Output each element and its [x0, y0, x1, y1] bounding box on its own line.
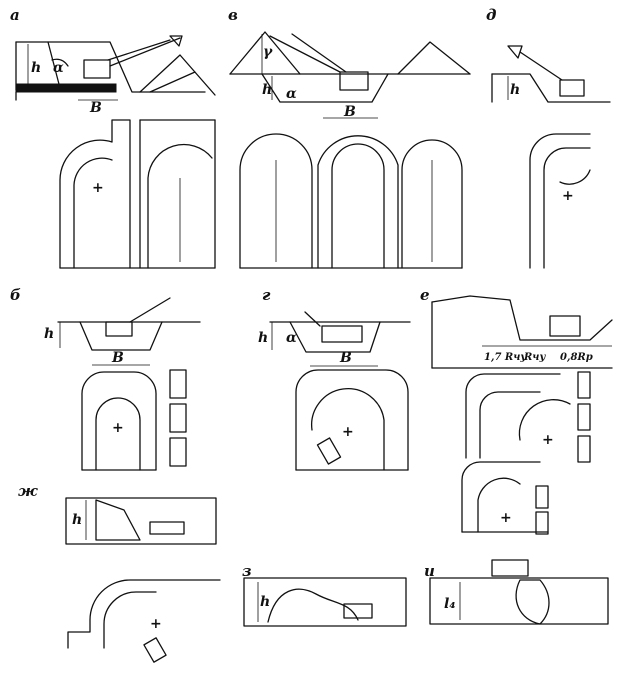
panel-e-r1: 1,7 Rчу — [484, 352, 527, 363]
panel-e-r3: 0,8Rр — [560, 352, 593, 363]
panel-zh-center-mark: + — [150, 616, 162, 632]
panel-i-l: l₄ — [444, 596, 455, 612]
panel-d: д h + — [486, 6, 611, 269]
panel-d-letter: д — [486, 6, 496, 24]
panel-b-plan: + — [81, 369, 187, 471]
panel-g: г h α B + — [258, 286, 411, 471]
panel-e-plan: + + — [461, 371, 591, 535]
panel-a-h: h — [31, 60, 41, 76]
panel-b-h: h — [44, 326, 54, 342]
panel-v-plan — [239, 133, 463, 269]
panel-a-alpha: α — [53, 60, 64, 76]
excavator-cab — [83, 59, 111, 79]
panel-g-letter: г — [262, 286, 271, 304]
panel-v-letter: в — [228, 6, 238, 24]
panel-g-plan: + — [295, 369, 409, 471]
excavator-bucket — [169, 35, 183, 47]
panel-g-alpha: α — [286, 330, 297, 346]
panel-e-letter: е — [420, 286, 430, 304]
panel-e-center-mark-1: + — [542, 432, 554, 448]
panel-v-h: h — [262, 82, 272, 98]
panel-e-section: 1,7 Rчу Rчу 0,8Rр — [431, 295, 613, 369]
panel-zh-h: h — [72, 512, 82, 528]
panel-i-section: l₄ — [429, 559, 609, 625]
panel-z-section: h — [243, 577, 407, 627]
panel-d-section: h — [491, 45, 611, 103]
panel-i-letter: и — [424, 562, 435, 580]
panel-zh-section: h — [65, 497, 217, 545]
panel-g-center-mark: + — [342, 424, 354, 440]
panel-d-center-mark: + — [562, 188, 574, 204]
panel-d-h: h — [510, 82, 520, 98]
panel-b-letter: б — [10, 286, 21, 304]
panel-v-alpha: α — [286, 86, 297, 102]
panel-e-r2: Rчу — [523, 352, 546, 363]
panel-z-letter: з — [242, 562, 252, 580]
panel-v-gamma: γ — [263, 44, 273, 60]
panel-a: а α h B — [10, 6, 216, 269]
panel-v-section: γ h α B — [229, 31, 471, 120]
panel-a-section: α h B — [15, 35, 216, 116]
panel-b-center-mark: + — [112, 420, 124, 436]
panel-z: з h — [242, 562, 407, 627]
panel-g-h: h — [258, 330, 268, 346]
panel-v: в γ h α B — [228, 6, 471, 269]
panel-d-plan: + — [529, 133, 591, 269]
panel-e-center-mark-2: + — [500, 510, 512, 526]
panel-b: б h B + — [10, 286, 201, 471]
panel-g-B: B — [339, 350, 352, 366]
panel-a-center-mark: + — [92, 180, 104, 196]
panel-z-h: h — [260, 594, 270, 610]
panel-i: и l₄ — [424, 559, 609, 625]
panel-a-B: B — [89, 100, 102, 116]
panel-a-plan: + — [59, 119, 216, 269]
panel-e: е 1,7 Rчу Rчу 0,8Rр + + — [420, 286, 613, 535]
panel-a-letter: а — [10, 6, 20, 24]
panel-g-section: h α B — [258, 311, 411, 367]
panel-b-B: B — [111, 350, 124, 366]
panel-v-B: B — [343, 104, 356, 120]
coal-seam — [15, 83, 117, 93]
panel-zh: ж h + — [18, 482, 221, 663]
panel-zh-plan: + — [67, 579, 221, 663]
panel-b-section: h B — [44, 297, 201, 366]
panel-zh-letter: ж — [18, 482, 38, 500]
